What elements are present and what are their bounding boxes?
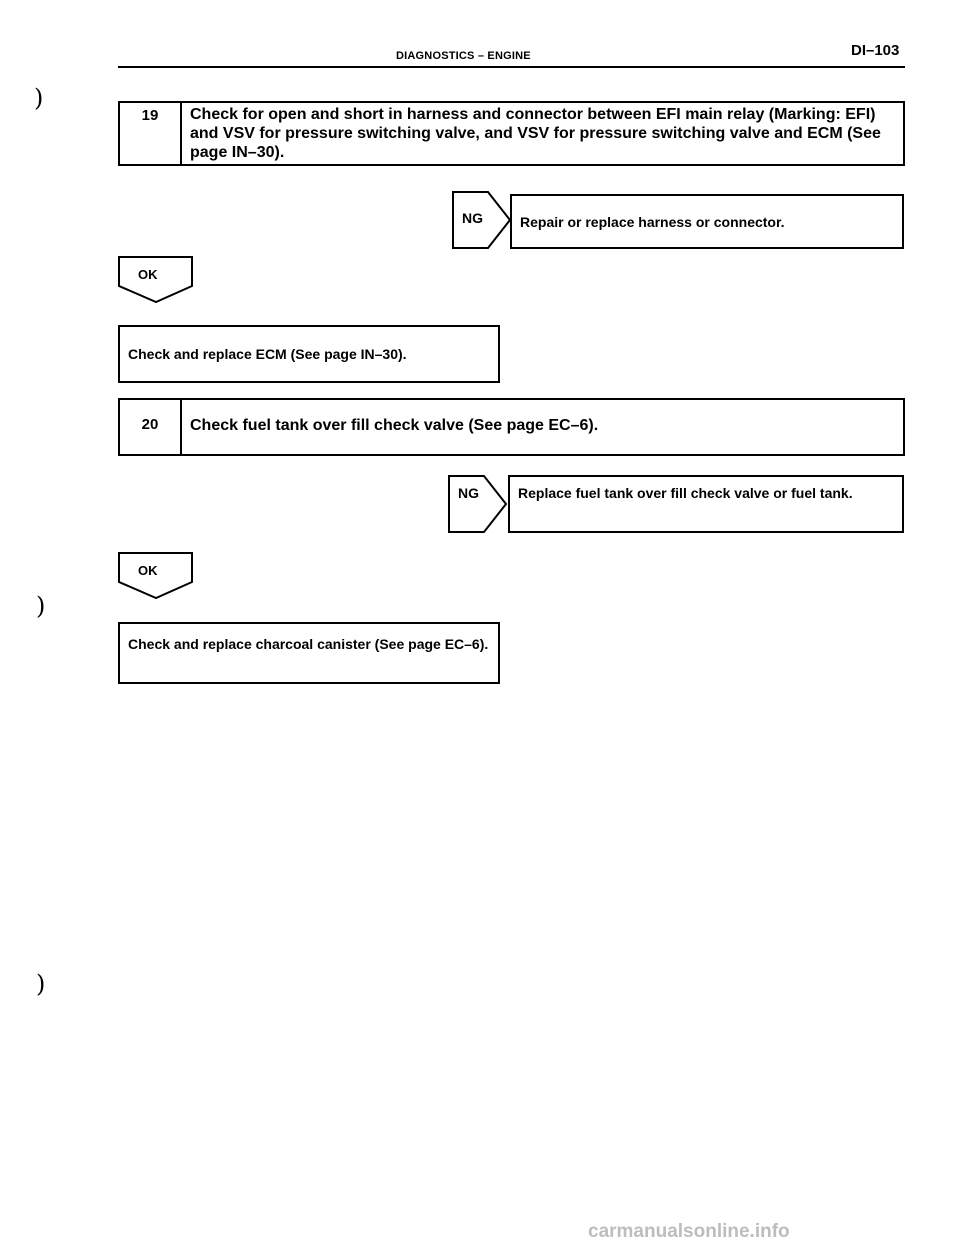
step-19-box: 19 Check for open and short in harness a… [118, 101, 905, 166]
ng-action-text: Replace fuel tank over fill check valve … [518, 485, 853, 501]
ng-action-box: Repair or replace harness or connector. [510, 194, 904, 249]
ok-action-text: Check and replace charcoal canister (See… [128, 636, 489, 652]
ng-arrow-icon [448, 475, 508, 533]
step-number: 20 [120, 400, 182, 454]
binding-mark: ) [36, 970, 46, 998]
step-number: 19 [120, 103, 182, 164]
ok-action-box: Check and replace charcoal canister (See… [118, 622, 500, 684]
ng-action-text: Repair or replace harness or connector. [520, 213, 785, 230]
ok-arrow-icon [118, 552, 193, 600]
step-20-box: 20 Check fuel tank over fill check valve… [118, 398, 905, 456]
ok-action-text: Check and replace ECM (See page IN–30). [128, 346, 407, 362]
header-rule [118, 66, 905, 68]
ok-action-box: Check and replace ECM (See page IN–30). [118, 325, 500, 383]
ng-action-box: Replace fuel tank over fill check valve … [508, 475, 904, 533]
watermark-text: carmanualsonline.info [588, 1221, 790, 1242]
step-title: Check fuel tank over fill check valve (S… [190, 417, 599, 434]
ok-label: OK [138, 267, 158, 282]
ok-arrow-icon [118, 256, 193, 304]
ng-label: NG [462, 210, 483, 226]
section-title: DIAGNOSTICS – ENGINE [396, 50, 531, 62]
ng-label: NG [458, 485, 479, 501]
binding-mark: ) [34, 84, 44, 112]
ng-arrow-icon [452, 191, 512, 249]
ok-label: OK [138, 563, 158, 578]
page-number: DI–103 [851, 42, 900, 59]
step-title: Check for open and short in harness and … [190, 106, 881, 161]
binding-mark: ) [36, 592, 46, 620]
